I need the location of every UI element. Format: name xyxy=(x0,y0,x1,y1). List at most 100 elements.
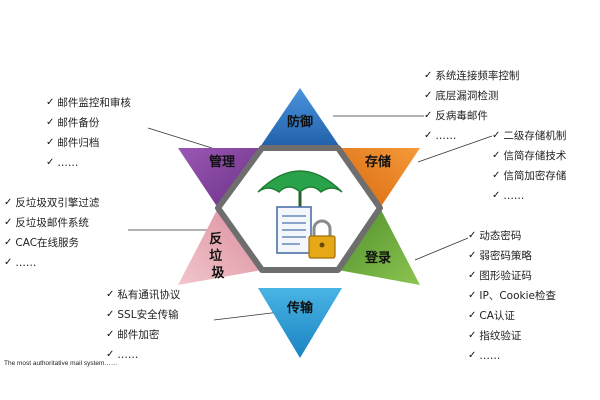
login-item-label: 指纹验证 xyxy=(479,330,522,342)
label-login: 登录 xyxy=(364,250,391,266)
management-item-label: …… xyxy=(57,157,79,169)
check-icon: ✓ xyxy=(492,130,501,141)
check-icon: ✓ xyxy=(4,197,13,208)
segment-defense xyxy=(258,88,342,150)
transfer-item-label: 私有通讯协议 xyxy=(117,289,181,301)
management-list-item: ✓邮件监控和审核 xyxy=(46,93,131,113)
defense-list-item: ✓底层漏洞检测 xyxy=(424,86,519,106)
check-icon: ✓ xyxy=(424,110,433,121)
segment-management xyxy=(178,148,262,208)
transfer-list: ✓私有通讯协议✓SSL安全传输✓邮件加密✓…… xyxy=(106,285,180,365)
transfer-list-item: ✓私有通讯协议 xyxy=(106,285,180,305)
check-icon: ✓ xyxy=(468,330,477,341)
transfer-list-item: ✓SSL安全传输 xyxy=(106,305,180,325)
check-icon: ✓ xyxy=(492,150,501,161)
label-defense: 防御 xyxy=(287,114,313,130)
storage-list-item: ✓信简存储技术 xyxy=(492,146,566,166)
login-item-label: CA认证 xyxy=(479,310,515,322)
check-icon: ✓ xyxy=(492,170,501,181)
login-list: ✓动态密码✓弱密码策略✓图形验证码✓IP、Cookie检查✓CA认证✓指纹验证✓… xyxy=(468,226,556,366)
storage-item-label: 信简存储技术 xyxy=(503,150,567,162)
check-icon: ✓ xyxy=(492,190,501,201)
defense-item-label: …… xyxy=(435,130,457,142)
leader-lines xyxy=(128,115,493,321)
login-item-label: 动态密码 xyxy=(479,230,522,242)
login-list-item: ✓CA认证 xyxy=(468,306,556,326)
antispam-list-item: ✓CAC在线服务 xyxy=(4,233,99,253)
transfer-item-label: …… xyxy=(117,349,139,361)
login-item-label: 图形验证码 xyxy=(479,270,532,282)
antispam-item-label: 反垃圾邮件系统 xyxy=(15,217,89,229)
antispam-list-item: ✓…… xyxy=(4,253,99,273)
defense-item-label: 底层漏洞检测 xyxy=(435,90,499,102)
check-icon: ✓ xyxy=(106,329,115,340)
login-list-item: ✓指纹验证 xyxy=(468,326,556,346)
check-icon: ✓ xyxy=(424,70,433,81)
login-list-item: ✓弱密码策略 xyxy=(468,246,556,266)
check-icon: ✓ xyxy=(468,310,477,321)
login-list-item: ✓动态密码 xyxy=(468,226,556,246)
check-icon: ✓ xyxy=(106,289,115,300)
check-icon: ✓ xyxy=(468,350,477,361)
storage-item-label: …… xyxy=(503,190,525,202)
defense-list-item: ✓系统连接频率控制 xyxy=(424,66,519,86)
check-icon: ✓ xyxy=(468,230,477,241)
check-icon: ✓ xyxy=(468,270,477,281)
antispam-list-item: ✓反垃圾双引擎过滤 xyxy=(4,193,99,213)
check-icon: ✓ xyxy=(46,97,55,108)
check-icon: ✓ xyxy=(46,137,55,148)
check-icon: ✓ xyxy=(106,349,115,360)
management-list-item: ✓邮件归档 xyxy=(46,133,131,153)
storage-item-label: 信简加密存储 xyxy=(503,170,567,182)
label-transfer: 传输 xyxy=(286,300,314,316)
defense-list-item: ✓…… xyxy=(424,126,519,146)
label-storage: 存储 xyxy=(365,154,391,170)
transfer-item-label: 邮件加密 xyxy=(117,329,160,341)
management-item-label: 邮件监控和审核 xyxy=(57,97,131,109)
check-icon: ✓ xyxy=(4,217,13,228)
segment-antispam xyxy=(178,208,262,285)
check-icon: ✓ xyxy=(424,130,433,141)
antispam-item-label: CAC在线服务 xyxy=(15,237,80,249)
defense-list: ✓系统连接频率控制✓底层漏洞检测✓反病毒邮件✓…… xyxy=(424,66,519,146)
footer-caption: The most authoritative mail system…… xyxy=(4,360,118,367)
transfer-list-item: ✓…… xyxy=(106,345,180,365)
management-list: ✓邮件监控和审核✓邮件备份✓邮件归档✓…… xyxy=(46,93,131,173)
storage-list-item: ✓信简加密存储 xyxy=(492,166,566,186)
check-icon: ✓ xyxy=(4,237,13,248)
login-list-item: ✓…… xyxy=(468,346,556,366)
login-list-item: ✓图形验证码 xyxy=(468,266,556,286)
check-icon: ✓ xyxy=(106,309,115,320)
check-icon: ✓ xyxy=(4,257,13,268)
antispam-item-label: …… xyxy=(15,257,37,269)
check-icon: ✓ xyxy=(46,117,55,128)
check-icon: ✓ xyxy=(424,90,433,101)
label-management: 管理 xyxy=(209,154,235,170)
check-icon: ✓ xyxy=(46,157,55,168)
defense-item-label: 系统连接频率控制 xyxy=(435,70,520,82)
management-list-item: ✓…… xyxy=(46,153,131,173)
storage-list-item: ✓…… xyxy=(492,186,566,206)
storage-item-label: 二级存储机制 xyxy=(503,130,567,142)
login-list-item: ✓IP、Cookie检查 xyxy=(468,286,556,306)
check-icon: ✓ xyxy=(468,250,477,261)
storage-list: ✓二级存储机制✓信简存储技术✓信简加密存储✓…… xyxy=(492,126,566,206)
management-list-item: ✓邮件备份 xyxy=(46,113,131,133)
login-item-label: 弱密码策略 xyxy=(479,250,532,262)
storage-list-item: ✓二级存储机制 xyxy=(492,126,566,146)
antispam-list-item: ✓反垃圾邮件系统 xyxy=(4,213,99,233)
segment-login xyxy=(338,208,420,285)
login-item-label: IP、Cookie检查 xyxy=(479,290,556,302)
management-item-label: 邮件归档 xyxy=(57,137,100,149)
check-icon: ✓ xyxy=(468,290,477,301)
transfer-list-item: ✓邮件加密 xyxy=(106,325,180,345)
antispam-list: ✓反垃圾双引擎过滤✓反垃圾邮件系统✓CAC在线服务✓…… xyxy=(4,193,99,273)
defense-item-label: 反病毒邮件 xyxy=(435,110,488,122)
login-item-label: …… xyxy=(479,350,501,362)
defense-list-item: ✓反病毒邮件 xyxy=(424,106,519,126)
segment-transfer xyxy=(258,288,342,358)
segment-storage xyxy=(338,148,420,208)
management-item-label: 邮件备份 xyxy=(57,117,100,129)
label-antispam: 反 垃 圾 xyxy=(209,231,227,281)
